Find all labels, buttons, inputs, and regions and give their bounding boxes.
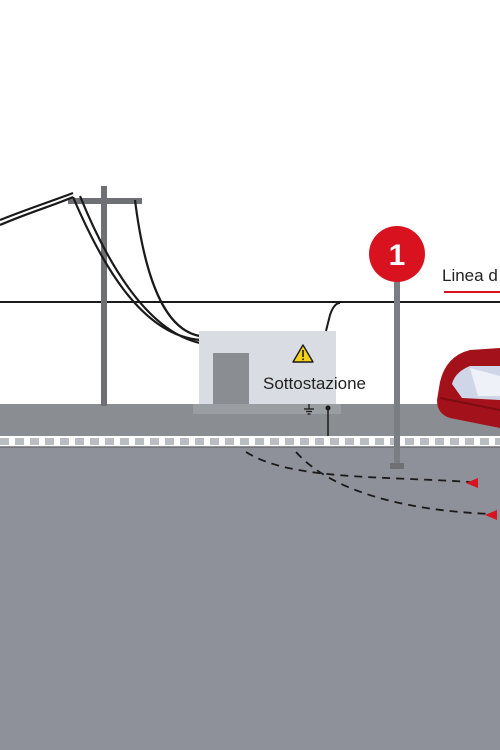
substation-label: Sottostazione: [263, 374, 366, 393]
marker-badge: 1: [369, 226, 425, 282]
substation-base: [193, 404, 341, 414]
track: [0, 436, 500, 448]
utility-pole: [68, 186, 142, 406]
marker-pole: [390, 270, 404, 469]
stray-current-paths: [245, 451, 491, 515]
arrow-icon: [466, 478, 497, 520]
feeder-wire: [325, 302, 341, 332]
marker-number: 1: [389, 239, 406, 272]
power-lines: [0, 191, 201, 345]
ground: [0, 447, 500, 750]
warning-icon: [292, 344, 314, 363]
ground-icon: [304, 404, 314, 415]
train: [437, 348, 500, 428]
substation-building: [193, 302, 341, 414]
line-label: Linea d: [442, 266, 498, 285]
door: [213, 353, 249, 405]
earth-connection: [325, 405, 331, 436]
